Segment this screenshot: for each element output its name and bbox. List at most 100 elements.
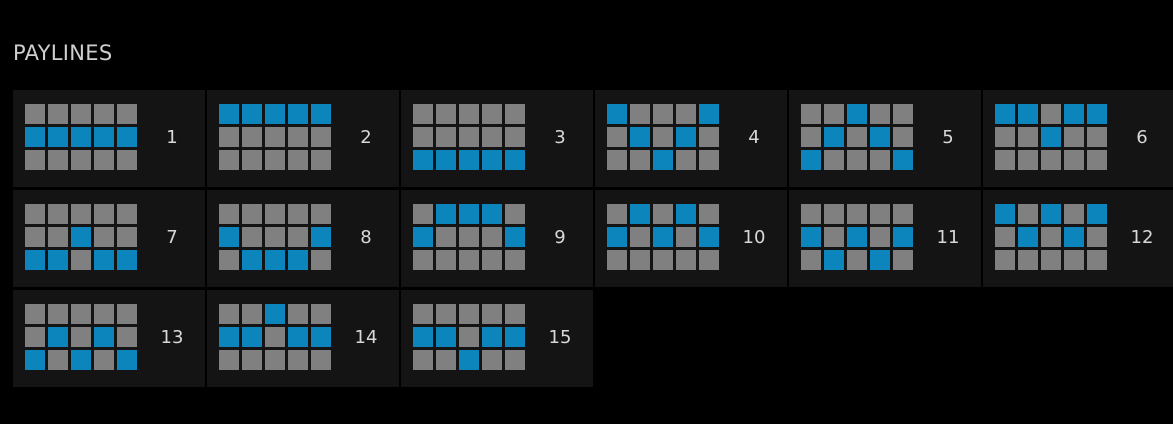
payline-number: 9 bbox=[554, 227, 566, 248]
payline-card: 6 bbox=[983, 90, 1173, 187]
payline-cell bbox=[436, 304, 456, 324]
payline-pattern bbox=[219, 304, 331, 370]
payline-pattern bbox=[25, 304, 137, 370]
payline-cell-active bbox=[311, 104, 331, 124]
payline-cell bbox=[995, 227, 1015, 247]
payline-cell bbox=[505, 104, 525, 124]
payline-cell bbox=[94, 204, 114, 224]
payline-cell bbox=[505, 350, 525, 370]
payline-cell-active bbox=[870, 127, 890, 147]
payline-cell bbox=[870, 150, 890, 170]
payline-number: 15 bbox=[548, 327, 572, 348]
payline-cell bbox=[653, 204, 673, 224]
payline-cell bbox=[1087, 250, 1107, 270]
payline-pattern bbox=[995, 104, 1107, 170]
payline-number: 6 bbox=[1136, 127, 1148, 148]
payline-cell bbox=[1087, 127, 1107, 147]
payline-cell bbox=[242, 304, 262, 324]
payline-cell-active bbox=[505, 150, 525, 170]
payline-cell-active bbox=[117, 250, 137, 270]
payline-cell bbox=[801, 204, 821, 224]
payline-cell bbox=[117, 327, 137, 347]
payline-card: 12 bbox=[983, 190, 1173, 287]
payline-cell-active bbox=[94, 250, 114, 270]
payline-cell-active bbox=[847, 104, 867, 124]
payline-cell bbox=[995, 127, 1015, 147]
payline-cell bbox=[48, 150, 68, 170]
payline-cell bbox=[653, 250, 673, 270]
payline-cell bbox=[459, 104, 479, 124]
payline-cell-active bbox=[265, 250, 285, 270]
payline-cell bbox=[117, 227, 137, 247]
payline-cell bbox=[242, 350, 262, 370]
payline-cell bbox=[48, 204, 68, 224]
payline-cell bbox=[699, 150, 719, 170]
payline-cell-active bbox=[482, 327, 502, 347]
payline-cell bbox=[242, 204, 262, 224]
payline-cell-active bbox=[1018, 104, 1038, 124]
payline-cell bbox=[459, 250, 479, 270]
payline-cell-active bbox=[801, 227, 821, 247]
payline-cell bbox=[219, 127, 239, 147]
payline-pattern bbox=[607, 104, 719, 170]
payline-cell-active bbox=[824, 250, 844, 270]
payline-cell-active bbox=[653, 150, 673, 170]
payline-cell-active bbox=[48, 250, 68, 270]
payline-cell bbox=[1041, 250, 1061, 270]
payline-cell bbox=[482, 350, 502, 370]
payline-cell bbox=[311, 350, 331, 370]
payline-cell-active bbox=[1041, 204, 1061, 224]
payline-pattern bbox=[25, 204, 137, 270]
payline-pattern bbox=[413, 104, 525, 170]
payline-card: 8 bbox=[207, 190, 399, 287]
payline-cell bbox=[824, 227, 844, 247]
payline-number: 12 bbox=[1130, 227, 1154, 248]
payline-number: 4 bbox=[748, 127, 760, 148]
payline-cell bbox=[801, 104, 821, 124]
payline-cell-active bbox=[995, 104, 1015, 124]
payline-cell bbox=[459, 227, 479, 247]
payline-cell bbox=[505, 204, 525, 224]
payline-cell-active bbox=[1041, 127, 1061, 147]
payline-pattern bbox=[801, 104, 913, 170]
payline-cell bbox=[94, 104, 114, 124]
payline-cell-active bbox=[870, 250, 890, 270]
payline-cell bbox=[653, 104, 673, 124]
payline-cell-active bbox=[436, 327, 456, 347]
payline-number: 7 bbox=[166, 227, 178, 248]
payline-cell-active bbox=[436, 204, 456, 224]
payline-cell bbox=[436, 350, 456, 370]
payline-cell bbox=[1064, 127, 1084, 147]
payline-cell-active bbox=[48, 127, 68, 147]
payline-cell bbox=[482, 127, 502, 147]
payline-cell bbox=[630, 250, 650, 270]
payline-cell bbox=[413, 250, 433, 270]
payline-cell-active bbox=[288, 250, 308, 270]
payline-cell-active bbox=[413, 327, 433, 347]
payline-cell-active bbox=[265, 104, 285, 124]
payline-pattern bbox=[413, 204, 525, 270]
payline-cell bbox=[71, 204, 91, 224]
payline-cell-active bbox=[219, 227, 239, 247]
payline-number: 2 bbox=[360, 127, 372, 148]
payline-cell bbox=[413, 127, 433, 147]
payline-cell-active bbox=[482, 204, 502, 224]
payline-pattern bbox=[219, 104, 331, 170]
payline-cell bbox=[482, 104, 502, 124]
payline-cell bbox=[630, 227, 650, 247]
payline-cell-active bbox=[265, 304, 285, 324]
payline-cell bbox=[265, 127, 285, 147]
payline-cell bbox=[847, 127, 867, 147]
payline-cell-active bbox=[413, 150, 433, 170]
payline-cell-active bbox=[847, 227, 867, 247]
payline-cell bbox=[436, 250, 456, 270]
payline-cell bbox=[801, 250, 821, 270]
payline-cell-active bbox=[1064, 104, 1084, 124]
payline-cell-active bbox=[630, 127, 650, 147]
payline-cell bbox=[413, 350, 433, 370]
payline-number: 3 bbox=[554, 127, 566, 148]
payline-pattern bbox=[607, 204, 719, 270]
payline-card: 14 bbox=[207, 290, 399, 387]
payline-cell bbox=[459, 304, 479, 324]
